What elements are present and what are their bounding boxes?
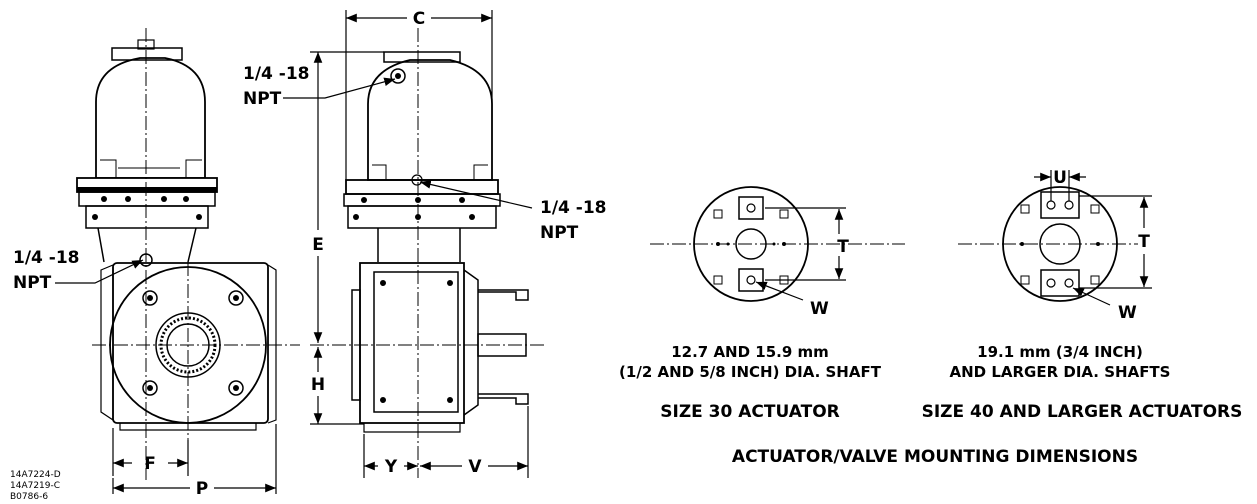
dimension-e-label: E — [312, 235, 324, 255]
dimension-c-label: C — [413, 9, 425, 29]
front-port-label-line2: NPT — [13, 273, 52, 293]
drawing-ref-3: B0786-6 — [10, 492, 48, 502]
dimension-p-label: P — [196, 479, 208, 499]
dimension-c: C — [345, 9, 493, 180]
dimension-p: P — [112, 424, 277, 499]
drawing-ref-2: 14A7219-C — [10, 481, 60, 491]
side-view: C E H Y V — [243, 9, 607, 478]
size-40-caption-line2: AND LARGER DIA. SHAFTS — [950, 363, 1171, 381]
side-gearbox — [351, 262, 529, 433]
size-30-dim-w: W — [810, 299, 829, 319]
size-40-dim-t: T — [1138, 232, 1150, 252]
dimension-y-label: Y — [384, 457, 398, 477]
dimension-f-label: F — [144, 454, 156, 474]
size-30-mounting-pattern: T W 12.7 AND 15.9 mm (1/2 AND 5/8 INCH) … — [619, 186, 905, 422]
front-port-label-line1: 1/4 -18 — [13, 248, 80, 268]
dimension-h-label: H — [311, 375, 325, 395]
dimension-f: F — [112, 428, 189, 476]
side-actuator-housing — [343, 51, 501, 262]
figure-title: ACTUATOR/VALVE MOUNTING DIMENSIONS — [732, 447, 1138, 467]
size-40-title: SIZE 40 AND LARGER ACTUATORS — [922, 402, 1243, 422]
front-port-callout: 1/4 -18 NPT — [13, 248, 144, 293]
dimension-e: E — [310, 51, 384, 343]
dimension-y: Y — [363, 434, 418, 478]
side-flange-port-callout: 1/4 -18 NPT — [419, 180, 607, 243]
size-30-dim-t: T — [837, 237, 849, 257]
front-actuator-housing — [76, 39, 218, 267]
front-view: F P 1/4 -18 NPT — [13, 28, 300, 499]
size-30-caption-line2: (1/2 AND 5/8 INCH) DIA. SHAFT — [619, 363, 882, 381]
side-top-port-callout: 1/4 -18 NPT — [243, 64, 396, 109]
drawing-references: 14A7224-D 14A7219-C B0786-6 — [10, 470, 61, 502]
drawing-ref-1: 14A7224-D — [10, 470, 61, 480]
size-40-dim-w: W — [1118, 303, 1137, 323]
dimension-v-label: V — [468, 457, 482, 477]
size-40-dim-u: U — [1053, 168, 1067, 188]
size-40-caption-line1: 19.1 mm (3/4 INCH) — [977, 343, 1143, 361]
size-40-mounting-pattern: U T W 19.1 mm (3/4 INCH) AND LARGER DIA.… — [922, 168, 1243, 422]
side-port-label-line2: NPT — [540, 223, 579, 243]
top-port-label-line2: NPT — [243, 89, 282, 109]
size-30-title: SIZE 30 ACTUATOR — [660, 402, 840, 422]
size-30-caption-line1: 12.7 AND 15.9 mm — [671, 343, 829, 361]
side-port-label-line1: 1/4 -18 — [540, 198, 607, 218]
top-port-label-line1: 1/4 -18 — [243, 64, 310, 84]
dimension-h: H — [310, 347, 364, 425]
dimension-v: V — [420, 406, 529, 478]
